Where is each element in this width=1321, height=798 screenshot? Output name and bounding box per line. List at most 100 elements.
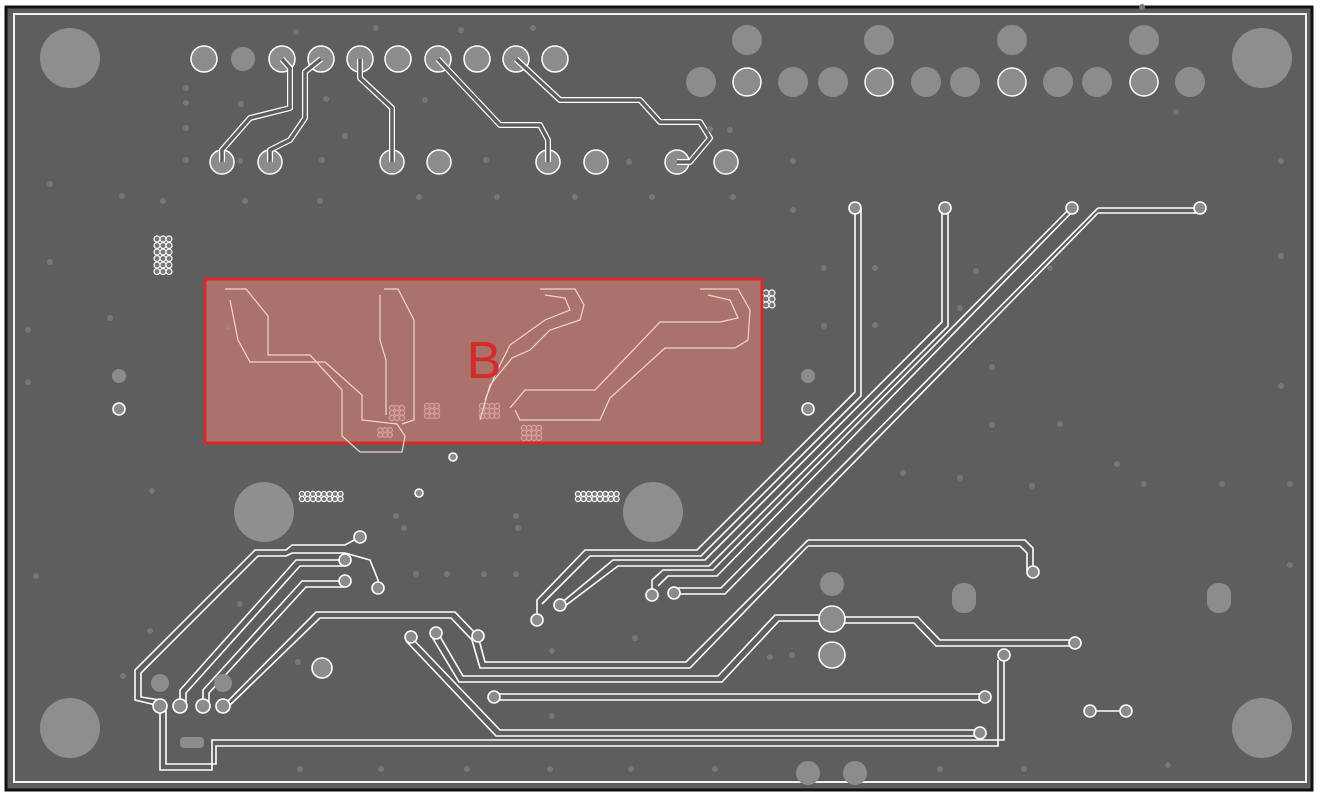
via: [487, 690, 501, 704]
connector-pads-top-right: [686, 25, 1205, 97]
scattered-via: [1141, 481, 1147, 487]
lower-traces: [159, 539, 1126, 771]
scattered-via: [1029, 483, 1035, 489]
mounting-hole: [623, 482, 683, 542]
pad: [713, 149, 739, 175]
pad: [950, 67, 980, 97]
array-via: [165, 267, 173, 276]
pad: [1043, 67, 1073, 97]
via: [112, 402, 126, 416]
scattered-via: [297, 766, 303, 772]
array-via: [337, 495, 344, 503]
via: [1083, 704, 1097, 718]
pad: [463, 45, 491, 73]
array-via: [602, 495, 609, 503]
highlight-region-b: B: [203, 277, 764, 453]
scattered-via: [957, 305, 963, 311]
pad: [778, 67, 808, 97]
pad: [426, 149, 452, 175]
pad: [801, 369, 815, 383]
pad: [1207, 583, 1231, 613]
scattered-via: [422, 97, 428, 103]
scattered-via: [317, 198, 323, 204]
scattered-via: [572, 194, 578, 200]
via: [172, 698, 188, 714]
scattered-via: [789, 652, 795, 658]
mounting-hole: [1232, 28, 1292, 88]
via: [414, 488, 424, 498]
scattered-via: [872, 265, 878, 271]
scattered-via: [515, 525, 521, 531]
array-via: [768, 295, 776, 303]
via: [938, 201, 952, 215]
scattered-via: [119, 193, 125, 199]
scattered-via: [378, 766, 384, 772]
array-via: [298, 495, 306, 503]
board-outline: [13, 13, 1307, 783]
scattered-via: [712, 766, 718, 772]
scattered-via: [149, 488, 155, 494]
scattered-via: [1114, 461, 1120, 467]
pad: [1129, 67, 1159, 97]
scattered-via: [238, 101, 244, 107]
array-via: [159, 254, 167, 263]
array-via: [153, 235, 161, 243]
via: [338, 574, 352, 588]
pad: [686, 67, 716, 97]
via: [530, 613, 544, 627]
mounting-hole: [40, 698, 100, 758]
array-via: [762, 289, 770, 297]
array-via: [165, 235, 173, 243]
scattered-via: [872, 322, 878, 328]
scattered-via: [989, 422, 995, 428]
scattered-via: [33, 573, 39, 579]
mounting-hole: [40, 28, 100, 88]
array-via: [596, 495, 604, 503]
via: [848, 201, 862, 215]
scattered-via: [1165, 762, 1171, 768]
scattered-via: [1047, 265, 1053, 271]
via: [371, 581, 385, 595]
pad: [384, 45, 412, 73]
scattered-via: [481, 571, 487, 577]
via: [978, 690, 992, 704]
scattered-via: [494, 194, 500, 200]
scattered-via: [342, 133, 348, 139]
via: [404, 630, 418, 644]
scattered-via: [989, 364, 995, 370]
pad: [864, 25, 894, 55]
scattered-via: [632, 635, 638, 641]
pad: [732, 67, 762, 97]
array-via: [153, 248, 161, 256]
scattered-via: [790, 158, 796, 164]
scattered-via: [937, 766, 943, 772]
array-via: [153, 261, 161, 269]
array-via: [326, 495, 333, 503]
scattered-via: [393, 513, 399, 519]
bus-traces: [536, 207, 1200, 620]
scattered-via: [183, 125, 189, 131]
array-via: [309, 495, 317, 503]
array-via: [165, 254, 173, 263]
via: [997, 648, 1011, 662]
scattered-via: [1278, 158, 1284, 164]
array-via: [591, 495, 598, 503]
array-via: [159, 267, 167, 276]
mounting-hole: [1232, 698, 1292, 758]
pad: [311, 657, 333, 679]
scattered-via: [1173, 109, 1179, 115]
scattered-via: [547, 766, 553, 772]
scattered-via: [47, 181, 53, 187]
array-via: [165, 241, 173, 250]
via: [553, 598, 567, 612]
scattered-via: [293, 29, 299, 35]
array-via: [165, 248, 173, 256]
pad: [190, 45, 218, 73]
pad: [1082, 67, 1112, 97]
via: [1119, 704, 1133, 718]
scattered-via: [401, 525, 407, 531]
pad: [231, 47, 255, 71]
array-via: [768, 301, 776, 309]
scattered-via: [183, 85, 189, 91]
